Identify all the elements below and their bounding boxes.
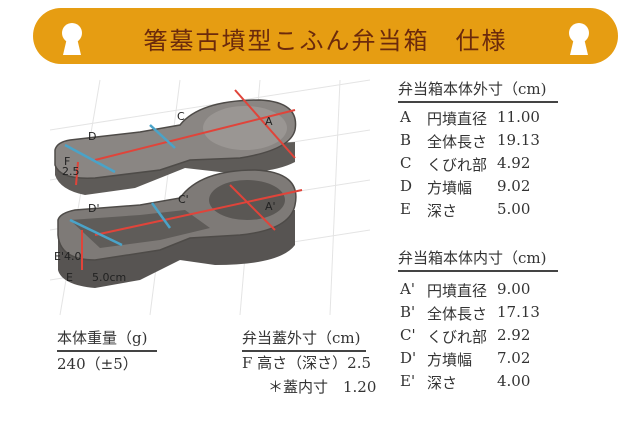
label-C-inner: C' [178,193,189,206]
row-value: 5.00 [497,200,531,218]
row-name: 方墳幅 [427,351,473,369]
row-label: D [400,177,413,195]
label-E-value: 5.0cm [92,271,126,284]
lid-height: F 高さ（深さ）2.5 [242,354,372,372]
outer-dimensions-title: 弁当箱本体外寸（cm) [398,78,558,103]
label-F: F [64,155,70,168]
row-name: 円墳直径 [427,282,488,300]
inner-dimensions-title: 弁当箱本体内寸（cm) [398,247,558,272]
row-label: B [400,131,412,149]
weight-title: 本体重量（g) [57,327,157,352]
row-label: A' [400,280,415,298]
label-E-inner: E'4.0 [54,250,81,263]
row-name: 深さ [427,374,458,392]
keyhole-icon [62,23,82,55]
row-label: C [400,154,412,172]
row-value: 11.00 [497,108,540,126]
row-label: E [400,200,411,218]
label-A-inner: A' [265,200,276,213]
row-label: D' [400,349,417,367]
page-title: 箸墓古墳型こふん弁当箱 仕様 [143,27,508,55]
title-banner: 箸墓古墳型こふん弁当箱 仕様 [33,8,618,64]
row-label: E' [400,372,416,390]
row-value: 9.00 [497,280,531,298]
label-D: D [88,130,96,143]
row-value: 17.13 [497,303,540,321]
row-label: C' [400,326,416,344]
row-value: 7.02 [497,349,531,367]
row-value: 4.92 [497,154,531,172]
row-name: くびれ部 [427,156,488,174]
row-value: 19.13 [497,131,540,149]
row-name: 方墳幅 [427,179,473,197]
lid-dimensions-title: 弁当蓋外寸（cm) [242,327,366,352]
row-name: 深さ [427,202,458,220]
label-D-inner: D' [88,202,100,215]
row-label: A [400,108,411,126]
label-A: A [265,115,273,128]
row-value: 4.00 [497,372,531,390]
row-value: 9.02 [497,177,531,195]
label-C: C [177,110,185,123]
row-label: B' [400,303,416,321]
label-E: E [66,271,73,284]
weight-value: 240（±5） [57,355,138,373]
row-name: 全体長さ [427,305,488,323]
row-value: 2.92 [497,326,531,344]
row-name: くびれ部 [427,328,488,346]
row-name: 全体長さ [427,133,488,151]
lid-inner-dimension: ＊蓋内寸 1.20 [268,378,377,396]
keyhole-icon [569,23,589,55]
label-F-value: 2.5 [62,165,80,178]
bento-box-diagram: D C A F 2.5 D' C' A' E'4.0 E 5.0cm [49,79,371,316]
row-name: 円墳直径 [427,110,488,128]
